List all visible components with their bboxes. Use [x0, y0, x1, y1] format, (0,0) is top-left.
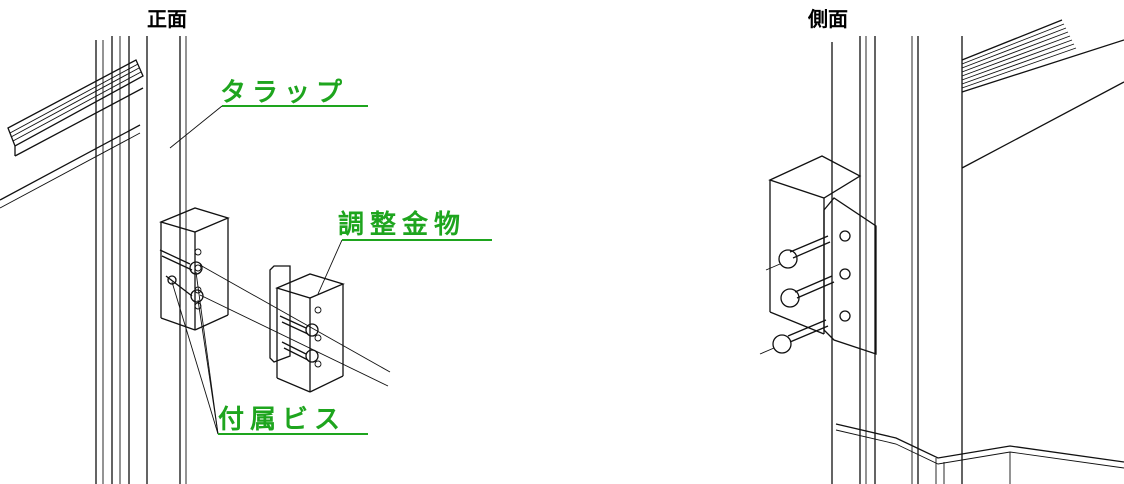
- side-posts: [831, 36, 963, 484]
- label-screws: 付属ビス: [218, 405, 368, 435]
- front-view-title: 正面: [147, 7, 187, 31]
- label-screws-text: 付属ビス: [218, 405, 346, 435]
- side-handrail: [961, 19, 1124, 169]
- side-view-title: 側面: [807, 7, 848, 31]
- label-tarappu: タラップ: [220, 78, 368, 108]
- label-tarappu-text: タラップ: [220, 78, 348, 108]
- side-view: 側面: [759, 7, 1124, 484]
- side-base: [835, 423, 1124, 484]
- side-bracket: [759, 155, 877, 355]
- front-leaders: [169, 105, 343, 435]
- front-posts: [95, 36, 187, 484]
- front-view: 正面: [0, 7, 492, 484]
- label-adjust-bracket-text: 調整金物: [338, 209, 466, 240]
- label-adjust-bracket: 調整金物: [338, 209, 492, 241]
- front-adjust-bracket: [269, 265, 345, 393]
- front-handrail: [0, 59, 144, 209]
